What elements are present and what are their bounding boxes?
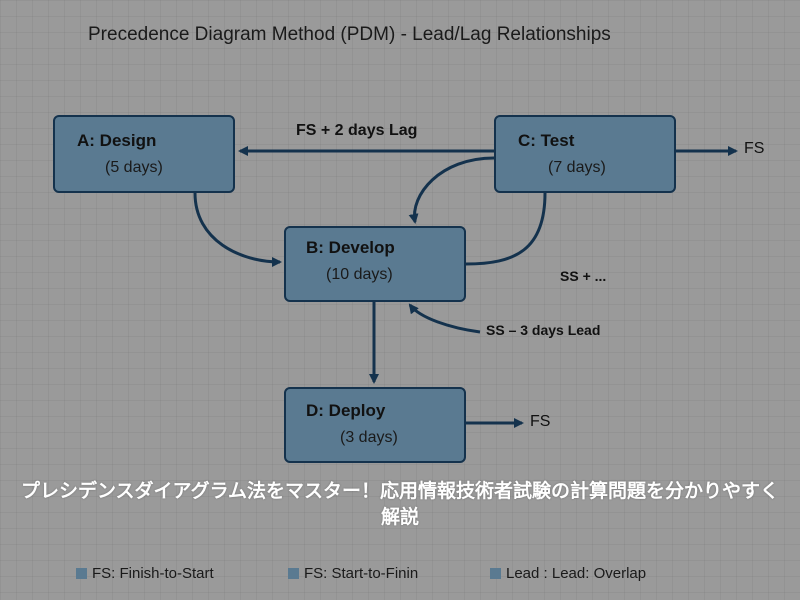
legend-item: FS: Finish-to-Start bbox=[76, 565, 214, 582]
node-develop: B: Develop (10 days) bbox=[284, 226, 466, 302]
arrow-c-to-b bbox=[408, 156, 495, 224]
link-label-c-fs: FS bbox=[744, 140, 765, 157]
node-duration: (10 days) bbox=[326, 266, 393, 283]
legend-item: Lead : Lead: Overlap bbox=[490, 565, 646, 582]
node-duration: (7 days) bbox=[548, 159, 606, 176]
arrow-c-curve-to-b bbox=[465, 192, 547, 266]
node-duration: (3 days) bbox=[340, 429, 398, 446]
legend-swatch bbox=[76, 568, 87, 579]
legend-swatch bbox=[288, 568, 299, 579]
node-duration: (5 days) bbox=[105, 159, 163, 176]
legend-item: FS: Start-to-Finin bbox=[288, 565, 418, 582]
node-deploy: D: Deploy (3 days) bbox=[284, 387, 466, 463]
legend-swatch bbox=[490, 568, 501, 579]
node-test: C: Test (7 days) bbox=[494, 115, 676, 193]
arrow-a-to-b bbox=[193, 192, 282, 267]
link-label-ss: SS + ... bbox=[560, 268, 607, 284]
node-name: B: Develop bbox=[306, 238, 395, 257]
legend-label: FS: Finish-to-Start bbox=[92, 565, 214, 582]
overlay-headline: プレシデンスダイアグラム法をマスター！応用情報技術者試験の計算問題を分かりやすく… bbox=[20, 480, 780, 528]
diagram-title: Precedence Diagram Method (PDM) - Lead/L… bbox=[88, 24, 611, 45]
link-label-ss-lead: SS – 3 days Lead bbox=[486, 322, 601, 338]
link-label-fs-lag: FS + 2 days Lag bbox=[296, 122, 418, 139]
node-design: A: Design (5 days) bbox=[53, 115, 235, 193]
arrow-b-ss-lead bbox=[408, 303, 481, 334]
link-label-d-fs: FS bbox=[530, 413, 551, 430]
legend-label: FS: Start-to-Finin bbox=[304, 565, 419, 582]
node-name: A: Design bbox=[77, 131, 157, 150]
node-name: D: Deploy bbox=[306, 401, 386, 420]
node-name: C: Test bbox=[518, 131, 575, 150]
legend-label: Lead : Lead: Overlap bbox=[506, 565, 647, 582]
